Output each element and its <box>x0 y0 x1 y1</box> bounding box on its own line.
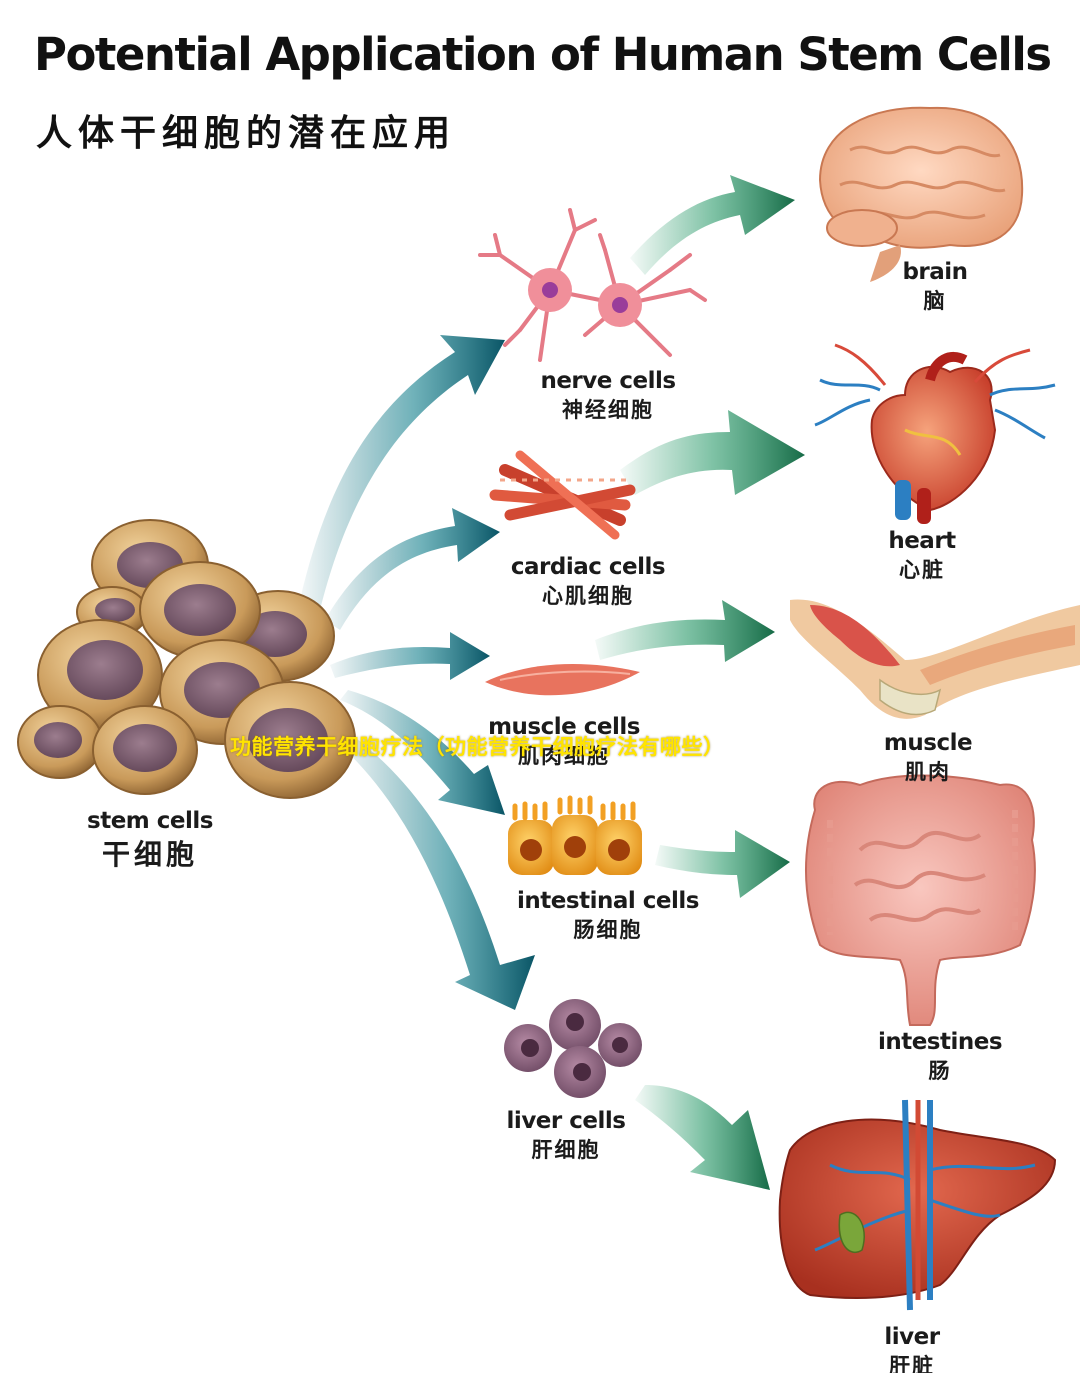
page-title: Potential Application of Human Stem Cell… <box>34 28 1052 81</box>
label-heart-en: heart <box>888 528 956 554</box>
cardiac-cells-illustration <box>489 450 636 540</box>
label-heart: heart 心脏 <box>888 526 956 584</box>
intestines-illustration <box>804 774 1036 1026</box>
label-brain: brain 脑 <box>902 257 968 315</box>
label-liver: liver 肝脏 <box>884 1322 940 1373</box>
label-stem-cells-zh: 干细胞 <box>101 838 199 871</box>
intestinal-cells-illustration <box>508 795 642 875</box>
label-intestines: intestines 肠 <box>877 1027 1003 1085</box>
label-intestinal-cells-en: intestinal cells <box>517 888 699 914</box>
muscle-cells-illustration <box>485 663 640 696</box>
page-subtitle: 人体干细胞的潜在应用 <box>36 113 457 154</box>
arrow-to-muscle <box>595 600 775 662</box>
label-muscle: muscle 肌肉 <box>883 728 973 786</box>
label-heart-zh: 心脏 <box>899 558 945 582</box>
muscle-illustration <box>790 599 1080 719</box>
heart-illustration <box>814 343 1056 524</box>
label-nerve-cells-en: nerve cells <box>540 368 676 394</box>
label-intestinal-cells: intestinal cells 肠细胞 <box>517 886 699 944</box>
arrow-to-liver-cells <box>340 735 535 1010</box>
arrow-to-nerve-cells <box>300 335 505 610</box>
arrow-to-intestines <box>655 830 790 898</box>
label-intestines-zh: 肠 <box>928 1059 952 1083</box>
label-stem-cells: stem cells 干细胞 <box>87 806 213 874</box>
label-liver-zh: 肝脏 <box>888 1354 935 1373</box>
label-nerve-cells-zh: 神经细胞 <box>561 398 654 422</box>
arrow-to-intestinal-cells <box>340 690 505 815</box>
label-intestines-en: intestines <box>877 1029 1003 1055</box>
label-liver-cells-zh: 肝细胞 <box>531 1138 601 1162</box>
label-cardiac-cells-en: cardiac cells <box>510 554 666 580</box>
arrow-to-brain <box>630 175 795 275</box>
arrow-to-muscle-cells <box>330 632 490 680</box>
watermark-caption: 功能营养干细胞疗法（功能营养干细胞疗法有哪些） <box>230 735 725 759</box>
label-muscle-cells-zh: 肌肉细胞 <box>517 744 610 768</box>
arrow-to-cardiac-cells <box>325 508 500 630</box>
stem-cells-cluster <box>17 519 356 799</box>
label-liver-en: liver <box>884 1324 940 1350</box>
label-brain-en: brain <box>902 259 968 285</box>
arrow-to-liver <box>635 1085 770 1190</box>
label-liver-cells: liver cells 肝细胞 <box>507 1106 626 1164</box>
label-cardiac-cells-zh: 心肌细胞 <box>541 584 634 608</box>
liver-cells-illustration <box>504 999 642 1098</box>
label-muscle-zh: 肌肉 <box>905 760 951 784</box>
label-intestinal-cells-zh: 肠细胞 <box>573 918 643 942</box>
nerve-cells-illustration <box>478 208 707 362</box>
label-stem-cells-en: stem cells <box>87 808 213 834</box>
label-liver-cells-en: liver cells <box>506 1108 626 1134</box>
label-cardiac-cells: cardiac cells 心肌细胞 <box>510 552 666 610</box>
label-muscle-cells-en: muscle cells <box>488 714 640 740</box>
liver-illustration <box>778 1099 1057 1311</box>
label-muscle-en: muscle <box>883 730 973 756</box>
label-muscle-cells: muscle cells 肌肉细胞 <box>488 712 640 770</box>
brain-illustration <box>818 106 1024 282</box>
label-brain-zh: 脑 <box>923 289 947 313</box>
arrow-to-heart <box>620 410 805 495</box>
label-nerve-cells: nerve cells 神经细胞 <box>540 366 676 424</box>
